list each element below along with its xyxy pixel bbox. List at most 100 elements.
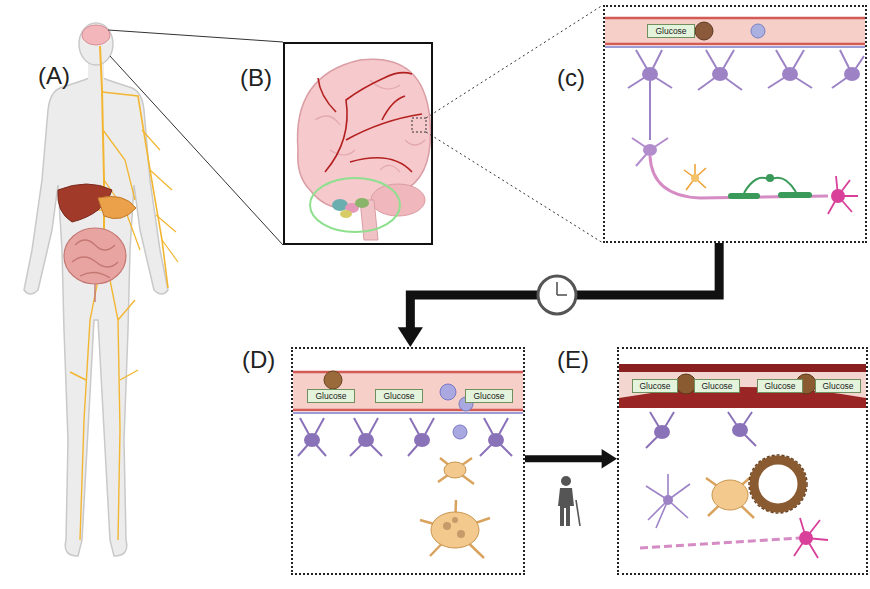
deep-structure <box>355 198 369 208</box>
vessel-wall <box>605 43 865 46</box>
body-silhouette <box>24 77 168 556</box>
panel-label: (E) <box>557 346 589 374</box>
arm-nerve-branch <box>142 130 178 262</box>
arrow-shaft <box>410 243 719 328</box>
panel-frame: (E)GlucoseGlucoseGlucoseGlucose <box>617 347 868 575</box>
panel-frame: (B) <box>283 42 433 245</box>
flow-arrow <box>525 449 617 469</box>
intestines <box>64 228 126 284</box>
panel-label: (B) <box>240 64 272 92</box>
elderly-body <box>558 488 574 526</box>
blood-clump <box>695 22 713 40</box>
reactive-astrocyte-body <box>663 495 673 505</box>
panel-label: (A) <box>38 62 70 90</box>
immune-cell <box>453 425 467 439</box>
amyloid-tangle-edge <box>749 455 807 513</box>
pink-neuron-dendrites <box>828 176 858 214</box>
thickened-wall <box>619 364 866 372</box>
zoom-line <box>110 56 283 245</box>
vessel-wall <box>605 17 865 20</box>
glucose-label: Glucose <box>383 391 414 401</box>
glucose-box: Glucose <box>815 379 861 393</box>
brain-vessels <box>318 73 422 172</box>
neuron-dendrites <box>646 412 756 448</box>
zoom-line <box>108 30 283 42</box>
glucose-label: Glucose <box>822 381 853 391</box>
glucose-box: Glucose <box>632 379 678 393</box>
panel-label: (D) <box>242 346 275 374</box>
deep-structure <box>340 210 352 218</box>
highlight-ring <box>310 178 400 232</box>
myelin-sheath <box>778 192 812 198</box>
myelin-sheath <box>728 193 760 199</box>
neuron-soma <box>844 67 860 81</box>
leg-nerve <box>70 250 138 540</box>
glucose-label: Glucose <box>473 391 504 401</box>
microglia-vesicle <box>452 517 458 523</box>
zoom-line <box>426 132 603 243</box>
glucose-box: Glucose <box>757 379 803 393</box>
glucose-box: Glucose <box>465 389 513 403</box>
amyloid-clump <box>324 371 342 389</box>
degenerating-axon <box>640 538 800 548</box>
glucose-label: Glucose <box>764 381 795 391</box>
activated-microglia <box>431 512 479 548</box>
spinal-nerve <box>100 46 104 250</box>
panel-frame: (c)Glucose <box>603 5 867 243</box>
amyloid-tangle <box>754 460 802 508</box>
neuron-soma <box>304 433 320 447</box>
pink-neuron-dendrites <box>794 518 828 558</box>
blood-vessel <box>293 372 523 410</box>
flow-arrow <box>398 243 719 347</box>
endothelium <box>605 46 865 48</box>
astrocyte-body <box>691 174 699 182</box>
reactive-astrocyte <box>646 474 690 528</box>
astrocyte <box>684 164 706 190</box>
glucose-box: Glucose <box>694 379 740 393</box>
walking-cane <box>576 500 580 526</box>
neuron-soma <box>642 67 658 81</box>
vessel-wall <box>293 409 523 412</box>
glucose-box: Glucose <box>647 24 695 38</box>
arrow-head <box>398 327 423 347</box>
microglia-processes <box>706 476 754 518</box>
microglia-vesicle <box>443 522 451 530</box>
glucose-label: Glucose <box>639 381 670 391</box>
glucose-box: Glucose <box>375 389 423 403</box>
panel-frame: (D)GlucoseGlucoseGlucose <box>291 347 525 575</box>
amyloid-plaque <box>676 374 696 394</box>
neuron-soma <box>414 433 430 447</box>
glucose-box: Glucose <box>307 389 355 403</box>
small-brain <box>82 25 110 45</box>
head <box>79 23 113 65</box>
pancreas <box>98 196 136 218</box>
clock-hand <box>557 294 567 296</box>
immune-cell <box>440 384 456 400</box>
neuron-soma <box>712 67 728 81</box>
pink-neuron-soma <box>831 189 845 203</box>
glucose-label: Glucose <box>315 391 346 401</box>
neuron-dendrites <box>628 50 864 140</box>
glucose-label: Glucose <box>701 381 732 391</box>
neuron-soma <box>732 423 748 437</box>
elderly-head <box>561 476 571 486</box>
neuron-dendrites <box>298 418 512 456</box>
arrow-shaft <box>525 455 603 462</box>
arrow-head <box>602 449 617 469</box>
activated-microglia <box>712 480 748 510</box>
clock-face <box>538 276 576 314</box>
neuron-soma <box>654 425 670 439</box>
blood-vessel <box>605 18 865 44</box>
neuron-soma <box>488 433 504 447</box>
panel-label: (c) <box>557 64 585 92</box>
intestine-coils <box>72 240 118 302</box>
oligodendrocyte-body <box>766 174 774 182</box>
blood-cell <box>751 24 765 38</box>
endothelium <box>293 412 523 414</box>
zoom-line <box>426 5 603 118</box>
neuron-soma <box>643 144 657 156</box>
